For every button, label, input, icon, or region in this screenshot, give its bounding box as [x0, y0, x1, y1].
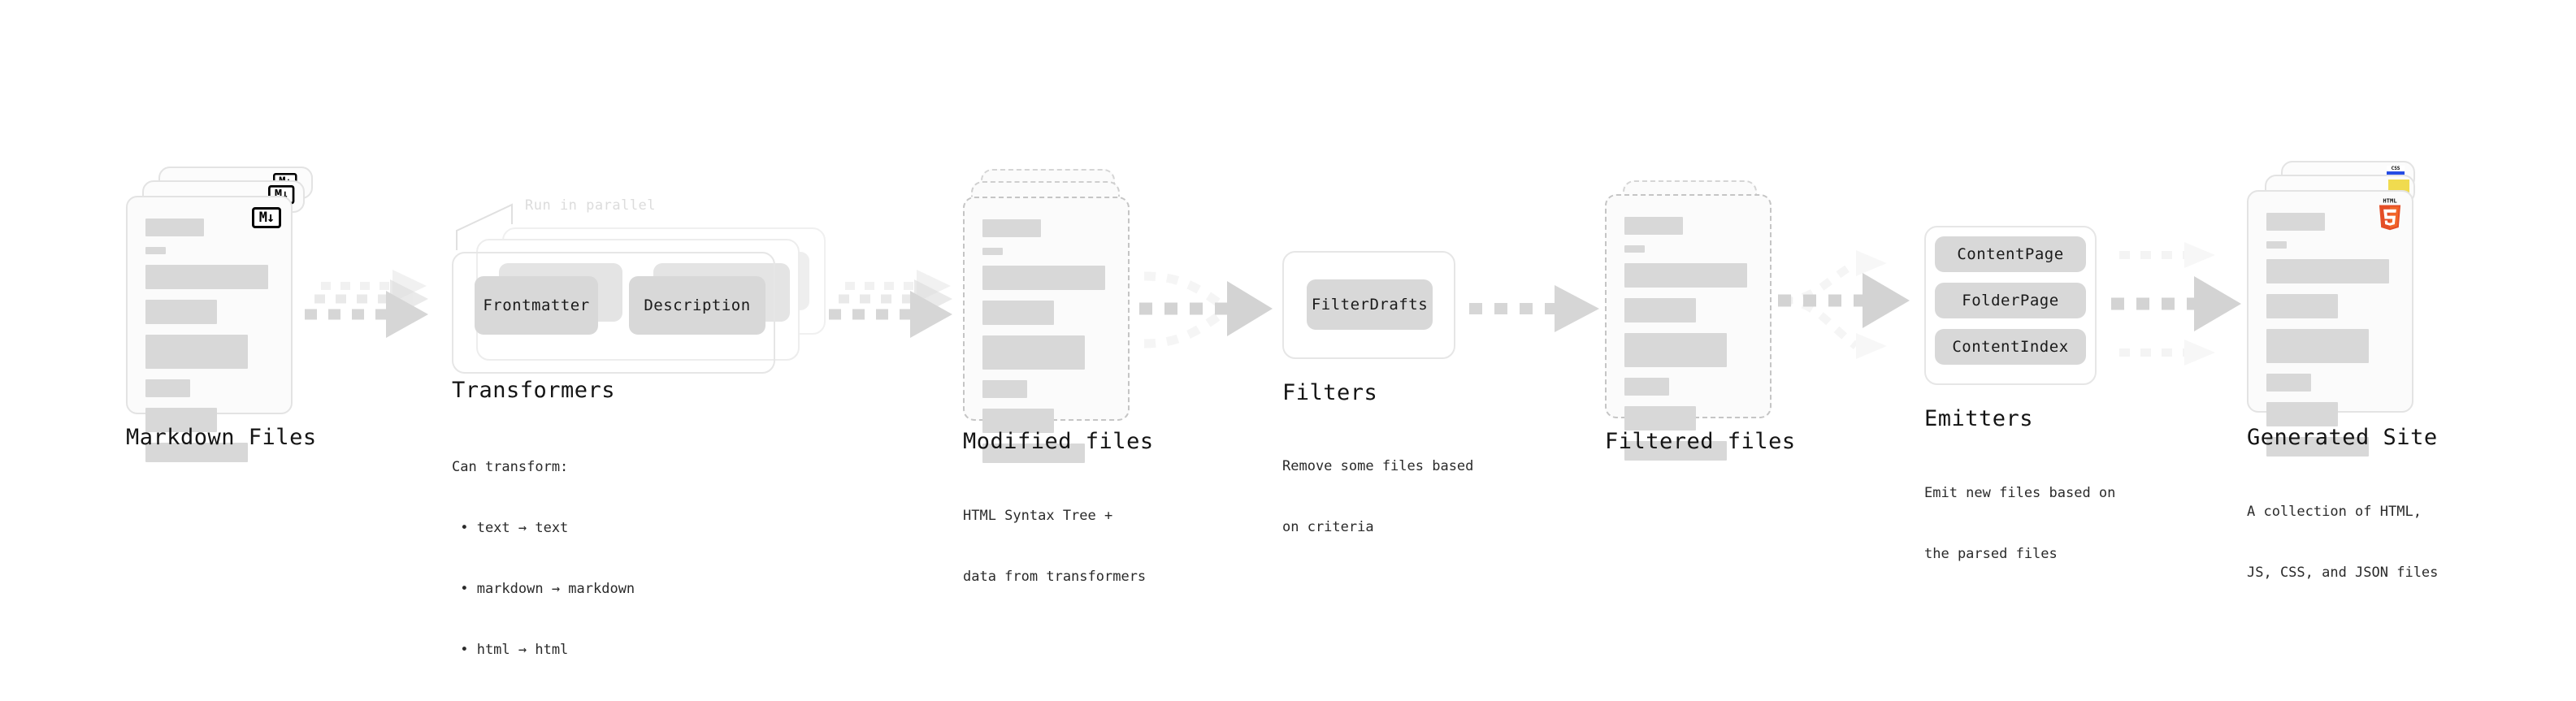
emitters-title: Emitters — [1924, 406, 2034, 431]
connector-filters-to-filtered — [1469, 285, 1599, 332]
transformers-sub-line-1: • text → text — [452, 520, 569, 536]
generated-card-front: HTML — [2247, 190, 2413, 457]
generated-site-title: Generated Site — [2247, 425, 2438, 450]
modified-files-card-stack — [963, 169, 1142, 463]
emitters-subtitle: Emit new files based on the parsed files — [1924, 443, 2115, 605]
filters-title: Filters — [1282, 380, 1378, 405]
filters-sub-line-1: on criteria — [1282, 519, 1374, 535]
connector-transformers-to-modified — [829, 270, 952, 338]
filters-sub-line-0: Remove some files based — [1282, 458, 1474, 474]
emitters-sub-line-0: Emit new files based on — [1924, 485, 2116, 501]
transformers-group-front — [452, 252, 775, 374]
filtered-files-card-stack — [1605, 180, 1784, 461]
run-in-parallel-bracket — [456, 203, 513, 250]
modified-files-subtitle: HTML Syntax Tree + data from transformer… — [963, 465, 1146, 628]
filters-chip-filterdrafts[interactable]: FilterDrafts — [1307, 279, 1433, 330]
transformers-sub-line-0: Can transform: — [452, 459, 569, 475]
css-badge-label: CSS — [2391, 166, 2400, 171]
connector-emitters-to-site — [2111, 242, 2241, 366]
transformers-title: Transformers — [452, 378, 616, 403]
generated-card-skeleton — [2249, 192, 2412, 457]
markdown-files-card-stack: M↓ M↓ M↓ — [126, 167, 313, 462]
connector-filtered-to-emitters — [1778, 250, 1910, 359]
emitters-chip-contentindex[interactable]: ContentIndex — [1935, 329, 2086, 365]
generated-site-subtitle: A collection of HTML, JS, CSS, and JSON … — [2247, 461, 2438, 624]
transformers-sub-line-2: • markdown → markdown — [452, 581, 635, 597]
pipeline-diagram: M↓ M↓ M↓ Markdown Files — [126, 161, 2438, 658]
filters-subtitle: Remove some files based on criteria — [1282, 416, 1473, 578]
filtered-card-front — [1605, 194, 1772, 461]
modified-card-skeleton — [965, 198, 1128, 463]
generated-sub-line-0: A collection of HTML, — [2247, 504, 2422, 520]
connector-modified-to-filters — [1139, 271, 1273, 348]
modified-sub-line-1: data from transformers — [963, 569, 1147, 585]
filtered-card-skeleton — [1607, 196, 1770, 461]
transformers-sub-line-3: • html → html — [452, 642, 569, 658]
modified-files-title: Modified files — [963, 429, 1154, 454]
markdown-card-skeleton — [128, 197, 291, 462]
svg-text:HTML: HTML — [2383, 197, 2397, 204]
modified-sub-line-0: HTML Syntax Tree + — [963, 508, 1113, 524]
generated-sub-line-1: JS, CSS, and JSON files — [2247, 565, 2439, 581]
emitters-chip-contentpage[interactable]: ContentPage — [1935, 236, 2086, 272]
transformers-chip-frontmatter[interactable]: Frontmatter — [475, 276, 598, 335]
transformers-chip-description[interactable]: Description — [629, 276, 765, 335]
html5-badge: HTML — [2379, 197, 2401, 231]
filtered-files-title: Filtered files — [1605, 429, 1796, 454]
emitters-sub-line-1: the parsed files — [1924, 546, 2058, 562]
generated-site-card-stack: CSS HTML — [2247, 161, 2434, 457]
css-badge-bar — [2387, 171, 2405, 175]
emitters-chip-folderpage[interactable]: FolderPage — [1935, 283, 2086, 318]
markdown-card-front: M↓ — [126, 196, 293, 462]
connector-markdown-to-transformers — [305, 270, 428, 338]
modified-card-front — [963, 197, 1130, 463]
markdown-files-title: Markdown Files — [126, 425, 317, 450]
transformers-subtitle: Can transform: • text → text • markdown … — [452, 417, 635, 701]
run-in-parallel-label: Run in parallel — [525, 197, 657, 214]
transformers-group-stack: Frontmatter Description — [452, 227, 826, 374]
markdown-badge-front: M↓ — [252, 207, 281, 228]
